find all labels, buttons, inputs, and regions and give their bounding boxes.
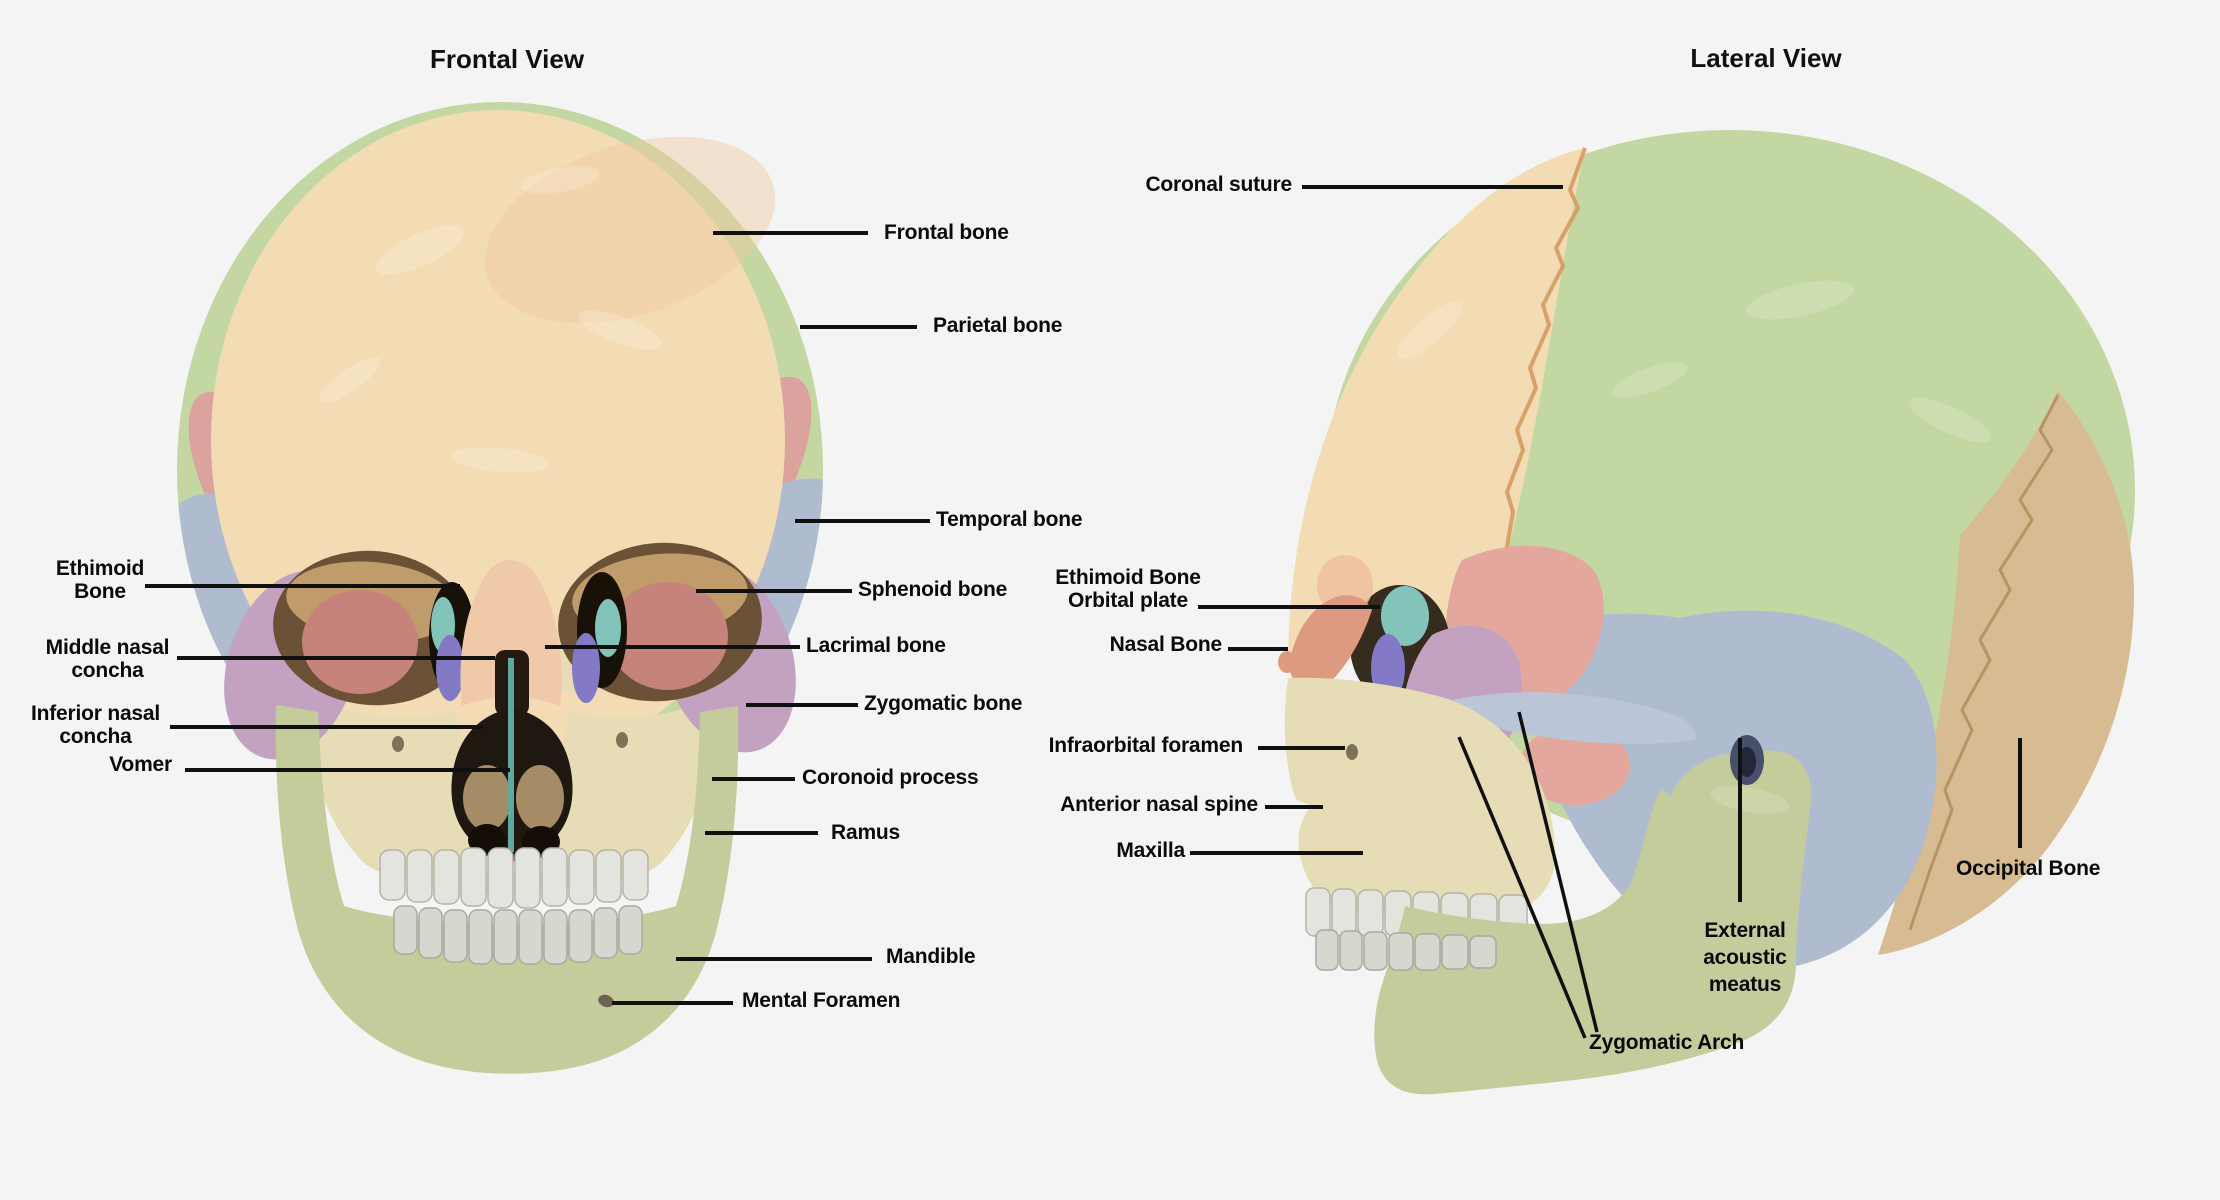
teeth-lower-row [393,905,643,965]
label-coronal-suture: Coronal suture [1145,173,1292,196]
label-inferior-nasal-concha: Inferior nasal concha [30,702,161,748]
coronal-suture-region [1503,147,1587,559]
label-zygomatic-arch: Zygomatic Arch [1589,1031,1745,1054]
infraorbital-foramen-right-dot [616,732,628,748]
label-parietal-bone: Parietal bone [933,314,1063,337]
sphenoid-in-orbit-left [302,590,418,694]
orbits [273,542,762,706]
frontal-bone-region-lateral [1288,148,1585,668]
nasal-concha-left [463,765,511,831]
maxilla-region-lateral [1284,677,1556,921]
label-infraorbital-foramen: Infraorbital foramen [1048,734,1244,757]
label-anterior-nasal-spine: Anterior nasal spine [1060,793,1258,816]
leader-line-zygomatic-arch-a [1457,736,1587,1039]
label-occipital-bone: Occipital Bone [1956,857,2101,880]
lateral-view-title: Lateral View [1690,43,1842,73]
frontal-bone-tint [484,136,776,324]
label-zygomatic-bone: Zygomatic bone [864,692,1023,715]
bone-texture [319,166,662,473]
label-lacrimal-bone: Lacrimal bone [806,634,946,657]
label-mental-foramen: Mental Foramen [742,989,901,1012]
label-nasal-bone: Nasal Bone [1109,633,1223,656]
teeth-upper-row [379,847,649,909]
label-frontal-bone: Frontal bone [884,221,1009,244]
nasal-bridge [460,560,562,706]
leader-line-zygomatic-arch-b [1517,711,1599,1033]
label-coronoid-process: Coronoid process [802,766,979,789]
ethmoid-orbital-plate-icon [1381,586,1429,646]
bone-texture-lateral [1396,280,1992,814]
label-vomer: Vomer [109,753,172,776]
label-maxilla: Maxilla [1116,839,1185,862]
mandible-region-lateral [1374,750,1812,1095]
label-ramus: Ramus [831,821,901,844]
label-middle-nasal-concha: Middle nasal concha [45,636,170,682]
teeth-lower-row-lateral [1315,929,1497,971]
lacrimal-bone-right [572,633,600,703]
label-ethimoid-bone: Ethimoid Bone [55,557,145,603]
infraorbital-foramen-left-dot [392,736,404,752]
nasal-concha-right [516,765,564,831]
label-mandible: Mandible [886,945,976,968]
nasal-tip [1278,651,1296,673]
lateral-skull-illustration [1278,130,2135,1095]
lambdoid-suture [1908,394,2060,931]
infratemporal-region [1520,725,1630,805]
label-sphenoid-bone: Sphenoid bone [858,578,1008,601]
zygomatic-arch-region [1451,692,1696,744]
label-temporal-bone: Temporal bone [936,508,1083,531]
external-acoustic-meatus-hole [1738,747,1756,777]
label-external-acoustic-meatus: External acoustic meatus [1703,919,1787,996]
leader-lines [145,185,2022,1039]
ethmoid-bone-right-icon [595,599,621,657]
nasal-bone-region [1290,595,1372,689]
label-ethimoid-orbital-plate: Ethimoid Bone Orbital plate [1055,566,1201,612]
sphenoid-in-orbit-right [608,582,728,690]
lacrimal-bone-left [436,635,464,701]
occipital-bone-region [1878,390,2135,955]
mental-foramen-dot [598,994,614,1008]
infraorbital-foramen-dot [1346,744,1358,760]
frontal-view-title: Frontal View [429,44,585,74]
mandible-region [275,705,739,1074]
